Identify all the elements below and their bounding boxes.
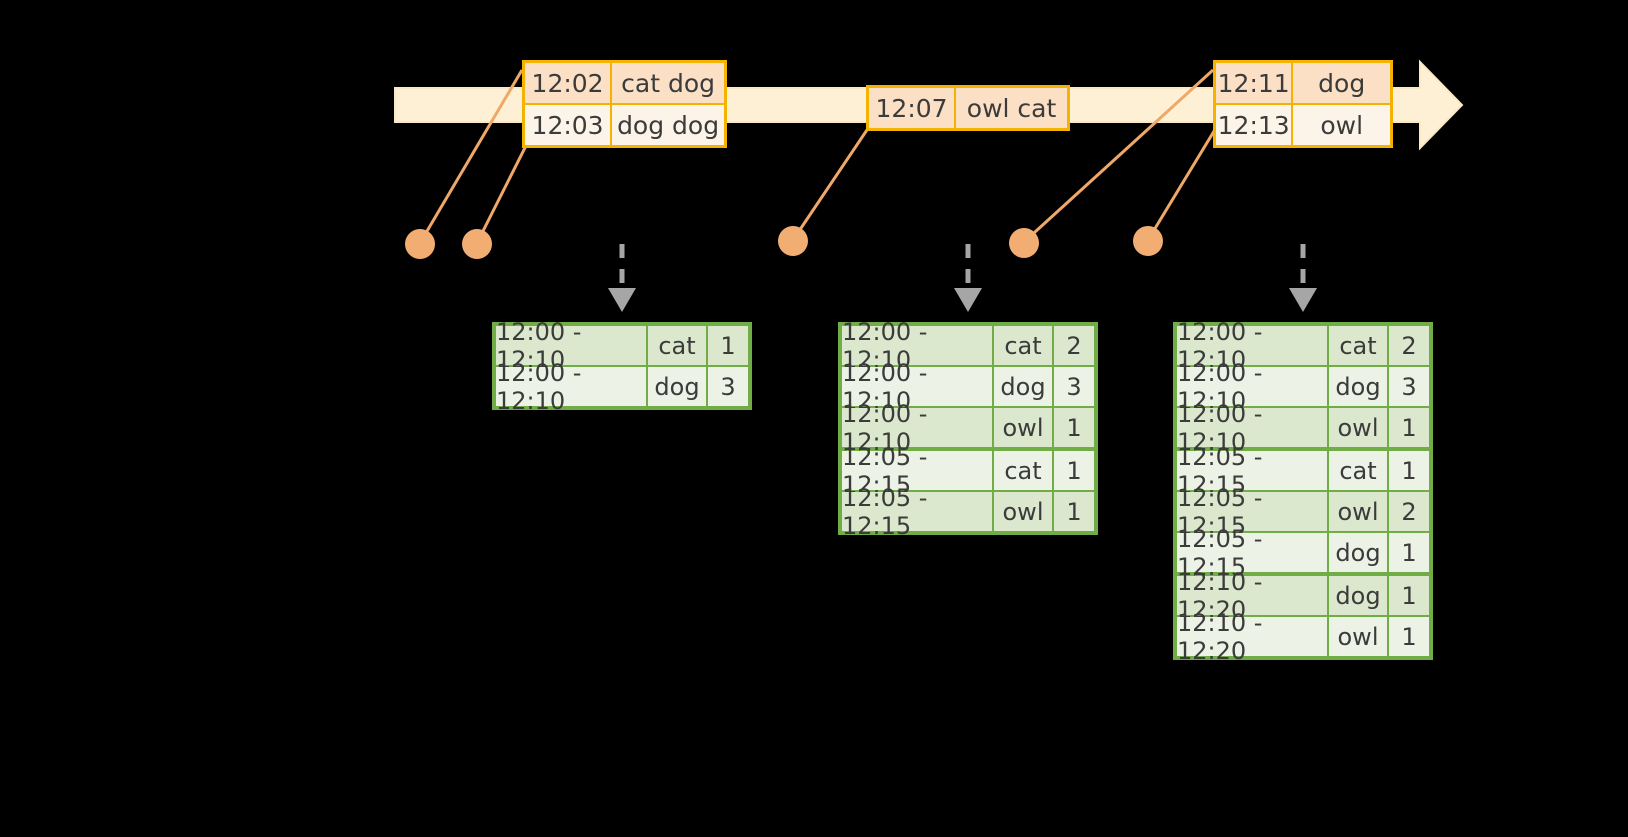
event-time: 12:02 [525,63,613,103]
event-row: 12:02 cat dog [525,63,724,103]
window-range: 12:00 - 12:10 [842,400,994,456]
key-cell: owl [1329,492,1389,531]
event-time: 12:13 [1216,105,1294,145]
event-value: owl [1293,105,1390,145]
event-time: 12:11 [1216,63,1294,103]
event-row: 12:03 dog dog [525,103,724,145]
table-row: 12:00 - 12:10 cat 2 [1177,318,1429,374]
key-cell: cat [1329,326,1389,365]
key-cell: owl [994,492,1054,531]
window-range: 12:00 - 12:10 [842,359,994,415]
window-range: 12:00 - 12:10 [496,359,648,415]
key-cell: dog [1329,576,1389,615]
window-range: 12:00 - 12:10 [496,318,648,374]
window-range: 12:00 - 12:10 [842,318,994,374]
table-row: 12:00 - 12:10 cat 2 [842,318,1094,374]
window-range: 12:00 - 12:10 [1177,359,1329,415]
count-cell: 2 [1389,492,1429,531]
table-row: 12:00 - 12:10 owl 1 [1177,400,1429,456]
count-cell: 1 [1389,533,1429,572]
event-dot-2 [462,229,492,259]
event-time: 12:07 [869,88,957,128]
table-row: 12:10 - 12:20 dog 1 [1177,568,1429,624]
window-range: 12:00 - 12:10 [1177,400,1329,456]
table-row: 12:00 - 12:10 cat 1 [496,318,748,374]
key-cell: dog [1329,533,1389,572]
count-cell: 1 [1389,576,1429,615]
count-cell: 1 [1054,451,1094,490]
table-row: 12:05 - 12:15 owl 1 [842,484,1094,540]
table-row: 12:00 - 12:10 dog 3 [496,359,748,415]
key-cell: owl [994,408,1054,447]
event-value: cat dog [612,63,724,103]
count-cell: 1 [1389,408,1429,447]
event-value: owl cat [956,88,1067,128]
key-cell: cat [994,326,1054,365]
count-cell: 2 [1054,326,1094,365]
event-dot-1 [405,229,435,259]
result-table-2: 12:00 - 12:10 cat 2 12:00 - 12:10 dog 3 … [838,318,1098,540]
down-arrows [608,244,1317,312]
down-arrow-1 [608,244,636,312]
table-row: 12:00 - 12:10 dog 3 [842,359,1094,415]
table-row: 12:05 - 12:15 cat 1 [1177,443,1429,499]
count-cell: 3 [1054,367,1094,406]
count-cell: 1 [1054,492,1094,531]
table-row: 12:00 - 12:10 dog 3 [1177,359,1429,415]
count-cell: 3 [1389,367,1429,406]
window-range: 12:05 - 12:15 [842,484,994,540]
count-cell: 1 [1389,617,1429,656]
event-row: 12:07 owl cat [869,88,1067,128]
key-cell: dog [1329,367,1389,406]
count-cell: 1 [1054,408,1094,447]
event-dots [405,226,1163,259]
key-cell: owl [1329,617,1389,656]
key-cell: dog [994,367,1054,406]
result-table-3: 12:00 - 12:10 cat 2 12:00 - 12:10 dog 3 … [1173,318,1433,665]
event-dot-3 [778,226,808,256]
window-range: 12:05 - 12:15 [1177,525,1329,581]
key-cell: cat [1329,451,1389,490]
window-range: 12:05 - 12:15 [1177,443,1329,499]
key-cell: cat [994,451,1054,490]
table-row: 12:05 - 12:15 dog 1 [1177,525,1429,581]
count-cell: 2 [1389,326,1429,365]
window-range: 12:10 - 12:20 [1177,568,1329,624]
key-cell: dog [648,367,708,406]
key-cell: owl [1329,408,1389,447]
event-group-1: 12:02 cat dog 12:03 dog dog [522,60,727,148]
event-group-3: 12:11 dog 12:13 owl [1213,60,1393,148]
event-row: 12:13 owl [1216,103,1390,145]
count-cell: 1 [1389,451,1429,490]
down-arrow-3 [1289,244,1317,312]
table-row: 12:10 - 12:20 owl 1 [1177,609,1429,665]
table-row: 12:00 - 12:10 owl 1 [842,400,1094,456]
event-time: 12:03 [525,105,613,145]
count-cell: 3 [708,367,748,406]
count-cell: 1 [708,326,748,365]
down-arrow-2 [954,244,982,312]
event-row: 12:11 dog [1216,63,1390,103]
event-dot-5 [1133,226,1163,256]
event-value: dog dog [612,105,724,145]
key-cell: cat [648,326,708,365]
event-dot-4 [1009,228,1039,258]
event-group-2: 12:07 owl cat [866,85,1070,131]
window-range: 12:10 - 12:20 [1177,609,1329,665]
result-table-1: 12:00 - 12:10 cat 1 12:00 - 12:10 dog 3 [492,318,752,415]
event-value: dog [1293,63,1390,103]
